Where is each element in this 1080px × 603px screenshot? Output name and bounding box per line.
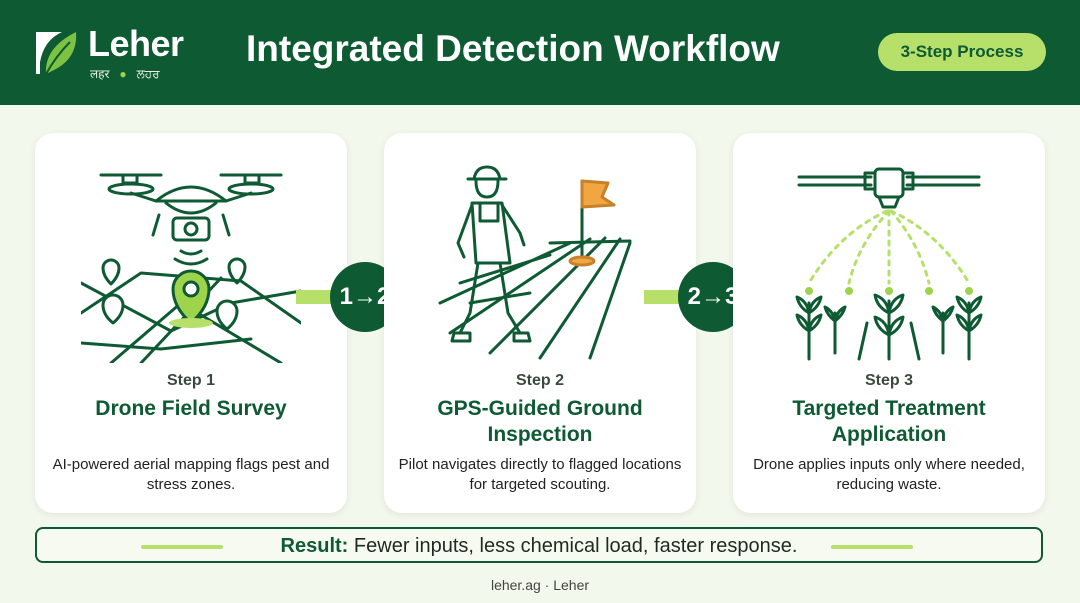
leaf-dot-icon: ● [119,67,127,81]
result-message: Fewer inputs, less chemical load, faster… [353,535,798,557]
step-number: Step 1 [166,372,215,389]
ground-inspection-icon [438,165,632,360]
process-badge: 3-Step Process [878,33,1046,71]
result-divider-right [831,545,913,549]
leaf-icon [36,32,77,75]
footer-credit: leher.ag · Leher [490,577,590,593]
brand-subtitle: लहर ● ਲਹਰ [90,65,160,82]
step-card-2: Step 2 GPS-Guided Ground Inspection Pilo… [384,133,696,513]
step-description: AI-powered aerial mapping flags pest and… [52,456,330,493]
brand-sub-hindi: लहर [90,67,110,81]
result-divider-left [141,545,223,549]
brand-logo[interactable]: Leher लहर ● ਲਹਰ [32,23,212,85]
step-title: Drone Field Survey [95,397,287,420]
drone-survey-icon [81,173,301,363]
step-card-3: Step 3 Targeted Treatment Application Dr… [733,133,1045,513]
page-title: Integrated Detection Workflow [246,28,780,69]
step-description: Drone applies inputs only where needed, … [753,456,1025,493]
spray-treatment-icon [795,167,983,361]
result-label: Result: [280,535,349,557]
step-description: Pilot navigates directly to flagged loca… [398,456,682,493]
header-bar: Leher लहर ● ਲਹਰ Integrated Detection Workf… [0,0,1080,105]
step-title: Targeted Treatment Application [792,397,986,446]
brand-name: Leher [88,23,184,64]
brand-sub-punjabi: ਲਹਰ [136,67,160,81]
result-banner: Result: Fewer inputs, less chemical load… [35,527,1043,563]
step-card-1: Step 1 Drone Field Survey AI-powered aer… [35,133,347,513]
step-number: Step 2 [515,372,564,389]
step-number: Step 3 [864,372,913,389]
result-text: Result: Fewer inputs, less chemical load… [37,535,1041,558]
step-title: GPS-Guided Ground Inspection [437,397,643,446]
